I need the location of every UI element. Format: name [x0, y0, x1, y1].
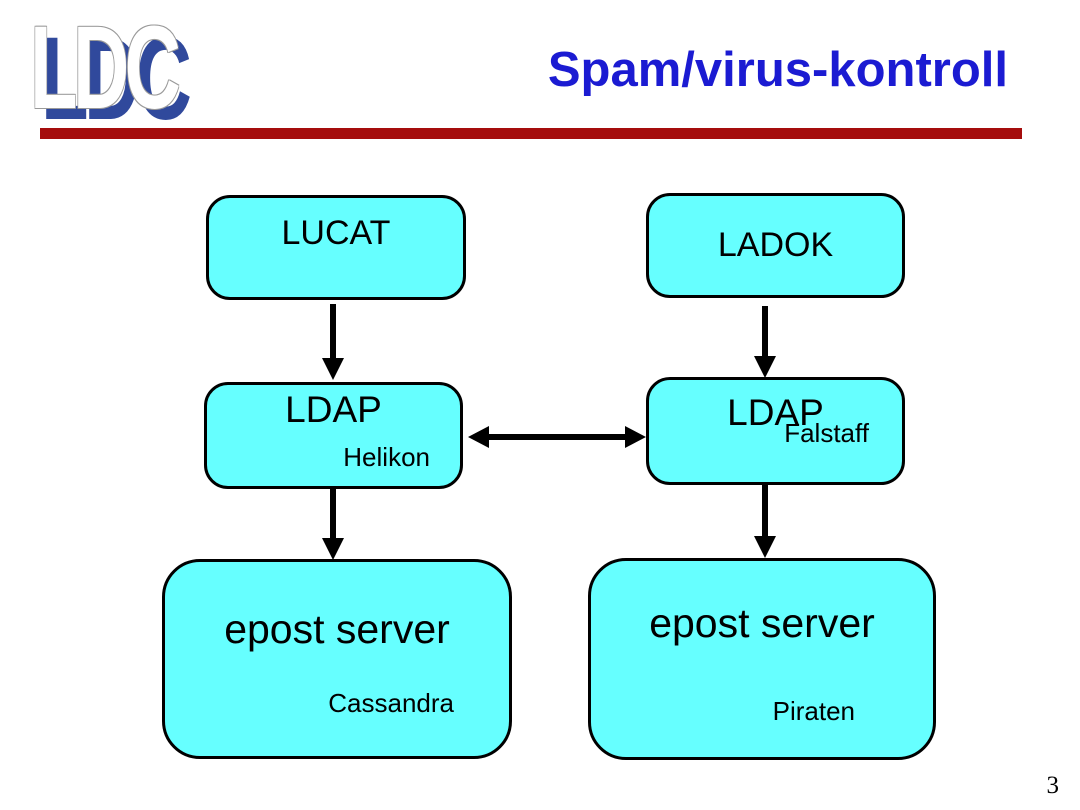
node-epost-cassandra-sublabel: Cassandra	[328, 688, 454, 718]
node-ldap-falstaff: LDAP Falstaff	[646, 377, 905, 485]
ldc-logo-shadow-text: LDC	[41, 13, 192, 145]
node-epost-piraten-label: epost server	[649, 600, 875, 646]
node-epost-piraten: epost server Piraten	[588, 558, 936, 760]
node-epost-cassandra-label: epost server	[224, 606, 450, 652]
node-lucat: LUCAT	[206, 195, 466, 300]
node-ladok-label: LADOK	[717, 226, 834, 264]
node-epost-piraten-sublabel: Piraten	[772, 696, 855, 726]
node-ladok: LADOK	[646, 193, 905, 298]
node-ldap-falstaff-label: LDAP	[727, 392, 824, 433]
ldc-logo-text: LDC	[30, 2, 181, 134]
page-number: 3	[1046, 772, 1060, 799]
header-divider-line	[40, 128, 1022, 139]
arrow-ldap-helikon-to-epost-cassandra-icon	[322, 489, 344, 560]
node-ldap-falstaff-sublabel: Falstaff	[784, 418, 869, 448]
node-ldap-helikon: LDAP Helikon	[204, 382, 463, 489]
ldc-logo: LDC LDC	[30, 2, 210, 145]
arrow-ldap-falstaff-to-epost-piraten-icon	[754, 484, 776, 558]
node-epost-cassandra: epost server Cassandra	[162, 559, 512, 759]
arrow-ladok-to-ldap-falstaff-icon	[754, 306, 776, 378]
node-ldap-helikon-label: LDAP	[285, 389, 382, 430]
node-lucat-label: LUCAT	[281, 214, 391, 252]
slide-title: Spam/virus-kontroll	[547, 43, 1008, 97]
node-ldap-helikon-sublabel: Helikon	[343, 442, 430, 472]
arrow-ldap-helikon-ldap-falstaff-both-icon	[468, 426, 646, 448]
arrow-lucat-to-ldap-helikon-icon	[322, 304, 344, 380]
